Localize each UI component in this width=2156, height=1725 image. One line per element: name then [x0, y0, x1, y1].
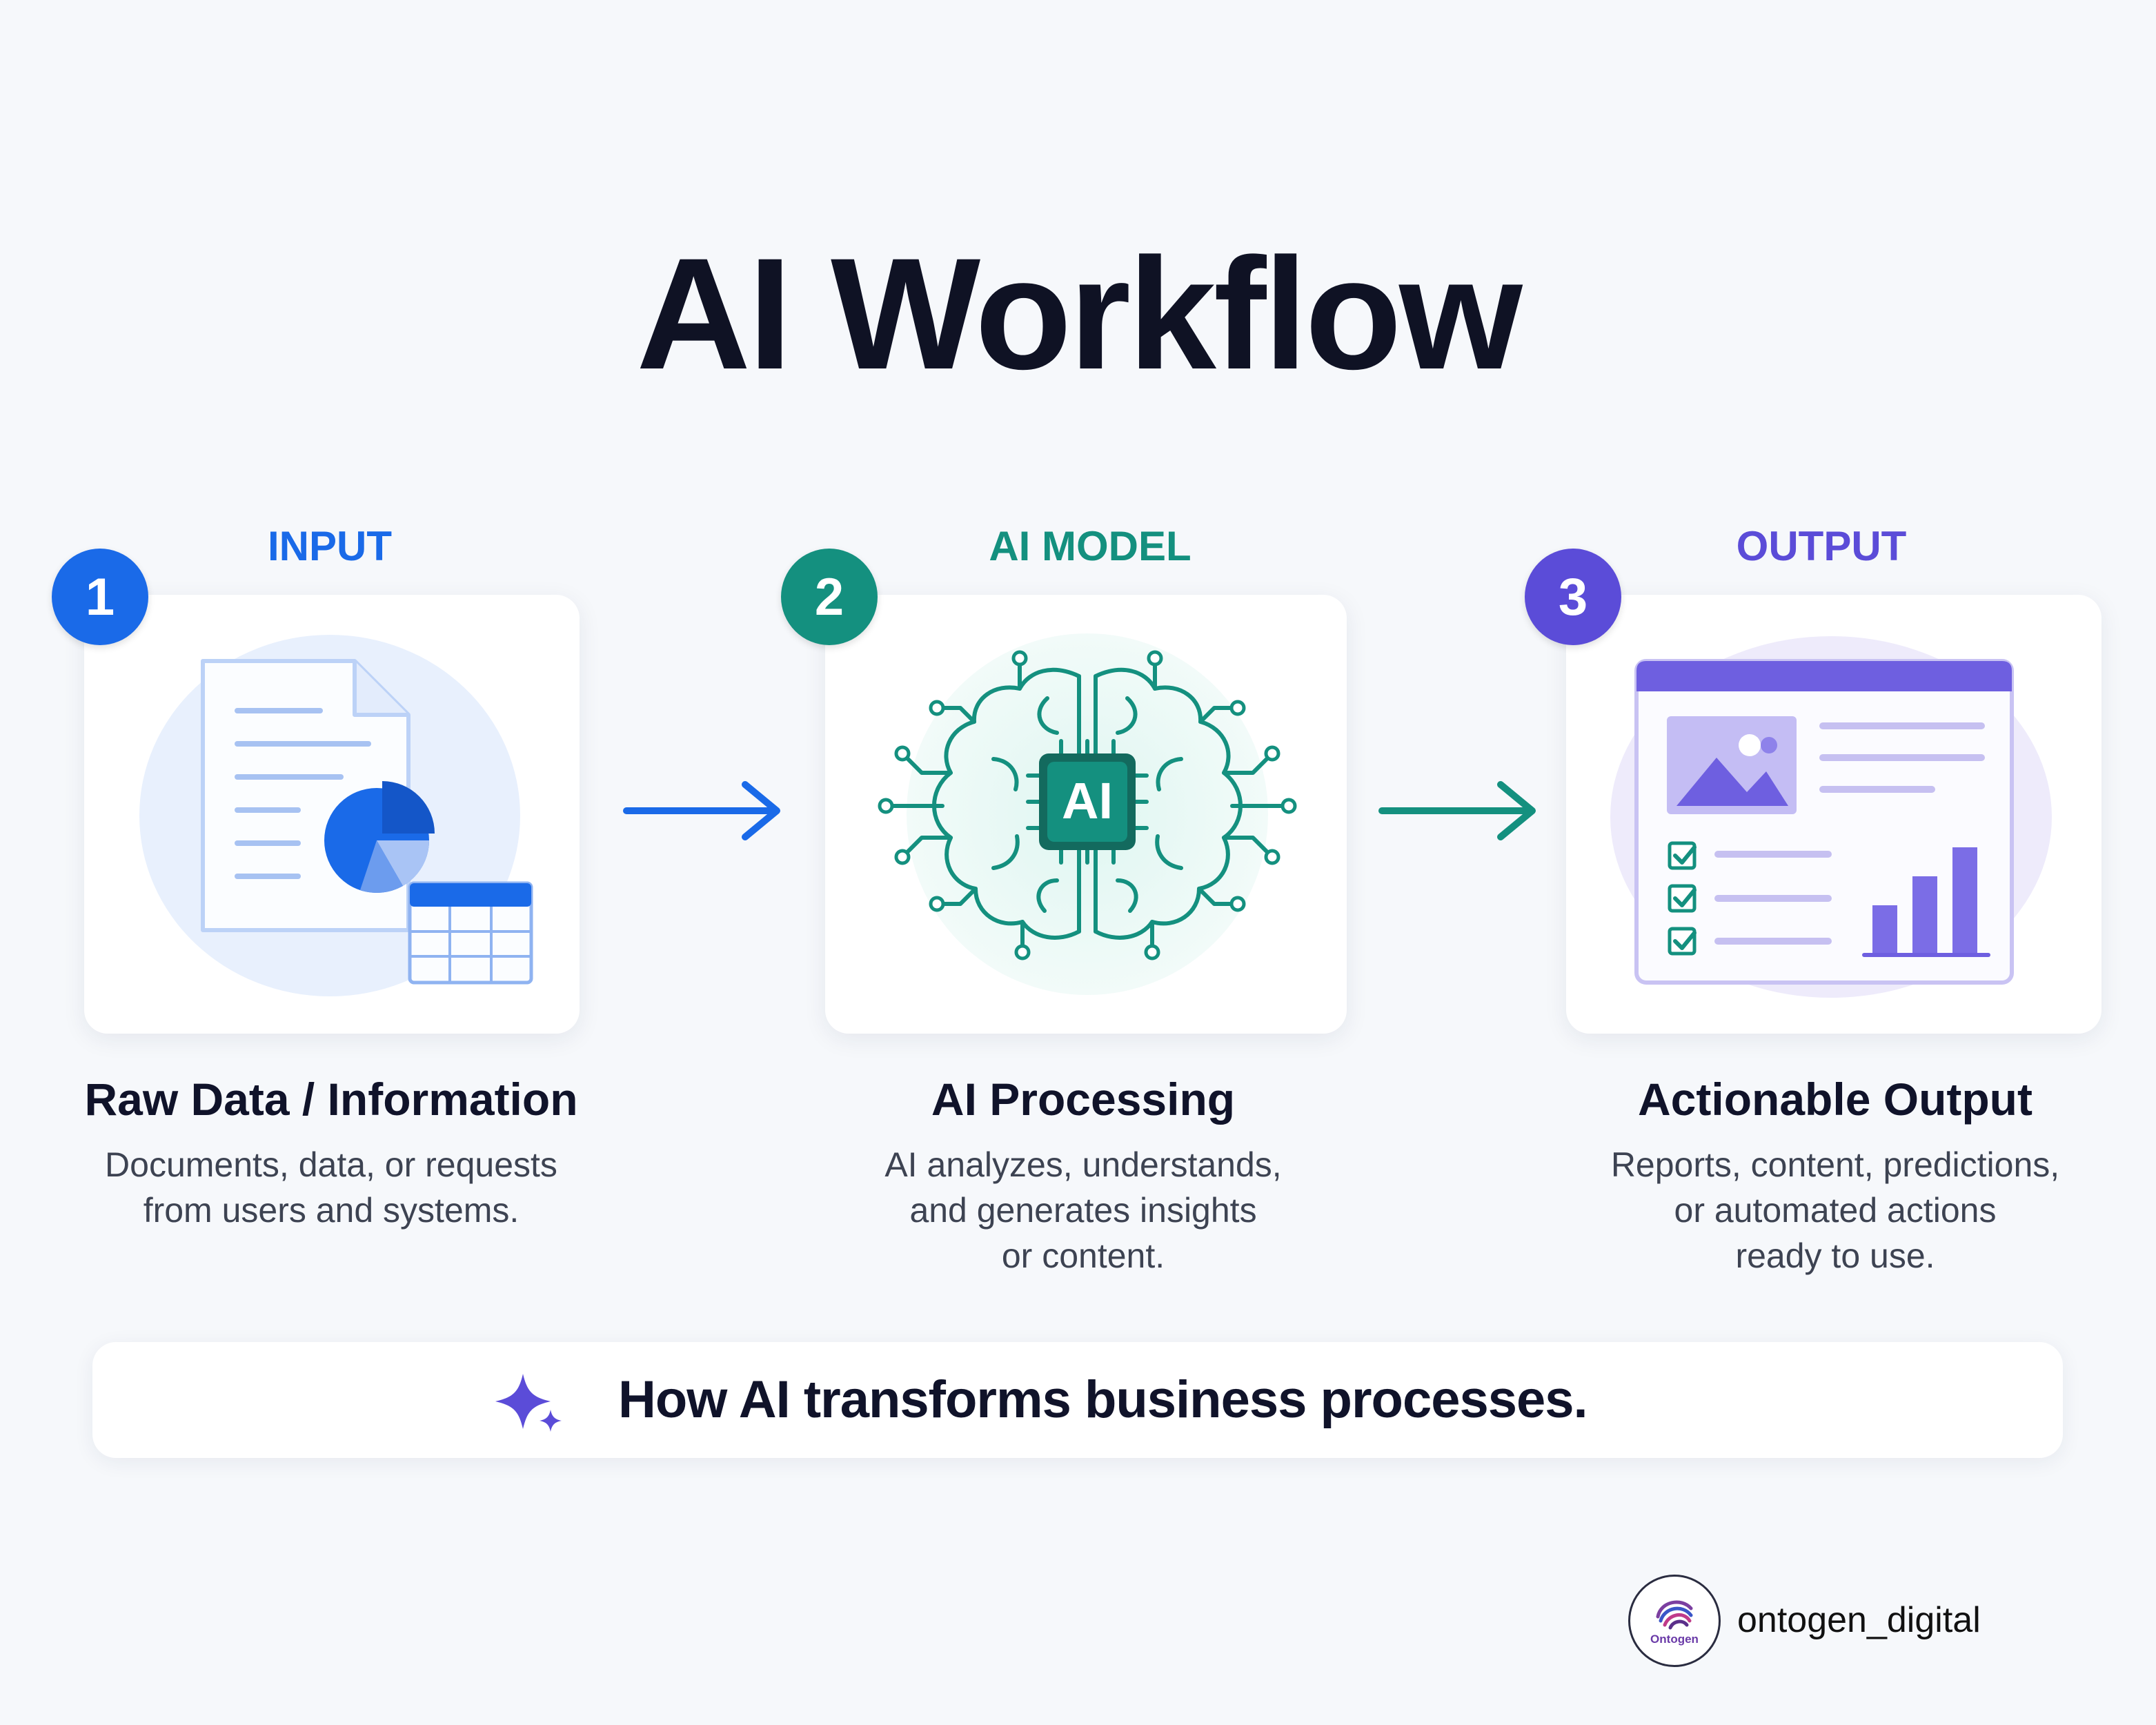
step-1-description: Documents, data, or requests from users …	[105, 1145, 557, 1230]
banner-text: How AI transforms business processes.	[618, 1370, 1588, 1429]
output-card	[1566, 595, 2101, 1034]
input-card	[84, 595, 580, 1034]
step-3-label: OUTPUT	[1736, 523, 1907, 569]
step-1-title: Raw Data / Information	[84, 1074, 578, 1125]
step-2-title: AI Processing	[931, 1074, 1236, 1125]
ai-model-card: AI	[825, 595, 1347, 1034]
step-2-label: AI MODEL	[989, 523, 1191, 569]
step-3-badge: 3	[1525, 549, 1621, 645]
arrow-right-icon	[1378, 781, 1536, 840]
dashboard-report-icon	[1610, 636, 2052, 998]
step-3-title: Actionable Output	[1638, 1074, 2033, 1125]
step-3-description: Reports, content, predictions, or automa…	[1610, 1145, 2060, 1275]
step-2-badge: 2	[781, 549, 878, 645]
ai-brain-chip-icon: AI	[878, 633, 1297, 995]
documents-data-icon	[139, 635, 533, 996]
step-1-badge: 1	[52, 549, 148, 645]
ontogen-logo[interactable]: Ontogen	[1628, 1575, 1721, 1667]
step-2-description: AI analyzes, understands, and generates …	[884, 1145, 1282, 1275]
arrow-right-icon	[623, 781, 780, 840]
svg-text:Ontogen: Ontogen	[1650, 1633, 1699, 1646]
summary-banner: How AI transforms business processes.	[92, 1342, 2063, 1458]
account-handle[interactable]: ontogen_digital	[1737, 1600, 1981, 1640]
chip-label: AI	[1062, 772, 1113, 829]
ontogen-logo-mark: Ontogen	[1650, 1600, 1699, 1646]
step-1-label: INPUT	[268, 523, 392, 569]
sparkle-icon	[495, 1374, 562, 1432]
page-title: AI Workflow	[636, 225, 1523, 402]
